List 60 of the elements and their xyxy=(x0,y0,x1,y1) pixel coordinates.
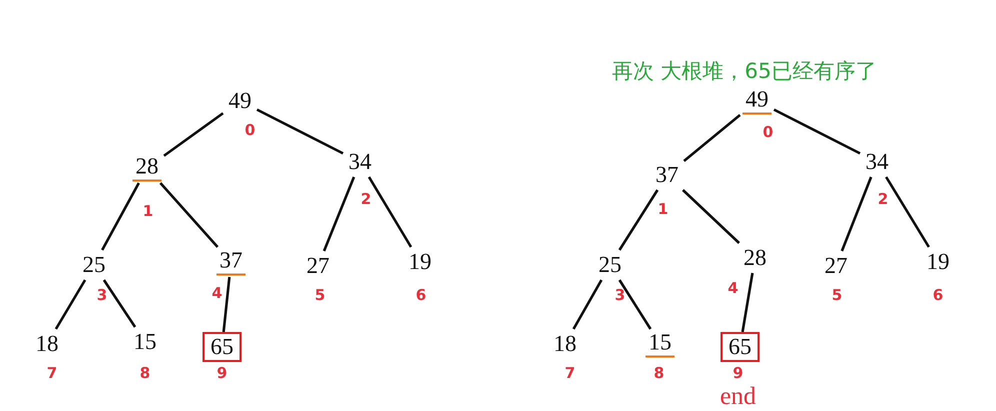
index-label: 3 xyxy=(614,286,626,304)
tree-edge xyxy=(840,176,872,252)
node-value: 25 xyxy=(82,253,106,277)
end-label: end xyxy=(720,383,756,411)
index-label: 1 xyxy=(142,202,154,220)
tree-edge xyxy=(54,279,86,330)
tree-edge xyxy=(101,182,140,251)
node-value: 19 xyxy=(408,250,432,274)
boxed-value: 65 xyxy=(202,332,242,362)
index-label: 0 xyxy=(244,121,256,139)
underlined-value: 37 xyxy=(216,248,246,276)
node-value: 18 xyxy=(552,332,578,356)
tree-edge xyxy=(159,182,219,248)
boxed-value: 65 xyxy=(720,332,760,362)
node-value: 34 xyxy=(348,150,372,174)
index-label: 3 xyxy=(96,286,108,304)
index-label: 2 xyxy=(878,190,888,208)
tree-edge xyxy=(572,279,603,330)
heading: 再次 大根堆，65已经有序了 xyxy=(612,58,876,85)
index-label: 9 xyxy=(216,364,228,382)
node-value: 27 xyxy=(824,254,848,278)
index-label: 9 xyxy=(732,364,744,382)
tree-edge xyxy=(222,276,231,332)
underlined-value: 28 xyxy=(132,154,162,182)
tree-edge xyxy=(368,176,412,248)
tree-edge xyxy=(322,176,356,252)
tree-edge xyxy=(618,189,659,251)
index-label: 8 xyxy=(654,364,664,382)
node-value: 34 xyxy=(864,150,890,174)
index-label: 5 xyxy=(314,286,326,304)
tree-edge xyxy=(256,108,344,155)
index-label: 7 xyxy=(46,364,58,382)
node-value: 49 xyxy=(228,89,252,113)
node-value: 37 xyxy=(654,163,680,187)
index-label: 6 xyxy=(416,286,426,304)
tree-edge xyxy=(773,108,861,155)
tree-edge xyxy=(885,176,930,248)
tree-edge xyxy=(682,189,740,244)
underlined-value: 15 xyxy=(646,330,674,358)
index-label: 1 xyxy=(658,200,668,218)
index-label: 7 xyxy=(564,364,576,382)
tree-edge xyxy=(683,114,741,162)
tree-edge xyxy=(741,272,754,332)
index-label: 5 xyxy=(832,286,842,304)
node-value: 28 xyxy=(742,246,768,270)
tree-edge xyxy=(102,279,136,328)
node-value: 19 xyxy=(926,250,950,274)
node-value: 27 xyxy=(306,254,330,278)
index-label: 6 xyxy=(932,286,944,304)
tree-edge xyxy=(163,112,224,157)
node-value: 25 xyxy=(598,253,622,277)
tree-edge xyxy=(618,279,652,330)
index-label: 4 xyxy=(728,279,738,297)
index-label: 2 xyxy=(360,190,372,208)
node-value: 15 xyxy=(132,330,158,354)
underlined-value: 49 xyxy=(742,88,772,114)
index-label: 4 xyxy=(212,284,222,302)
index-label: 8 xyxy=(140,364,150,382)
node-value: 18 xyxy=(34,332,60,356)
index-label: 0 xyxy=(762,123,774,141)
